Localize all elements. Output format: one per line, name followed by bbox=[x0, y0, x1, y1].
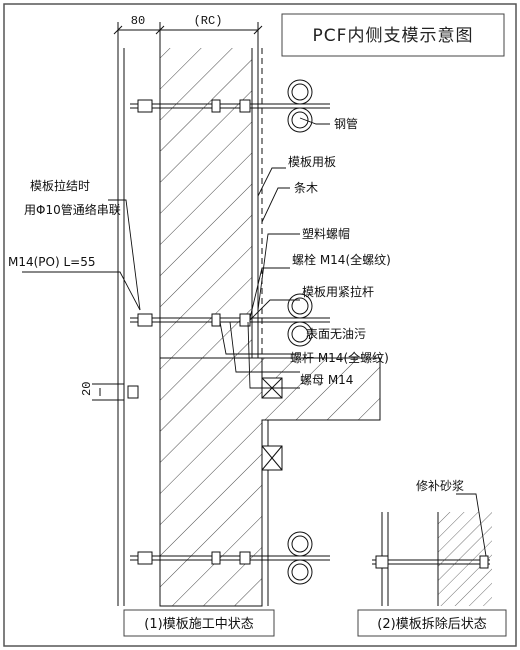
label-nut: 螺母 M14 bbox=[300, 373, 353, 387]
dim-20: 20 bbox=[80, 382, 94, 396]
label-formwork-plywood: 模板用板 bbox=[288, 155, 336, 169]
caption-box-1 bbox=[123, 609, 275, 637]
detail-after-removal bbox=[372, 493, 492, 606]
leader-lines-left bbox=[22, 199, 141, 311]
leader-lines bbox=[219, 117, 330, 389]
label-screw: 螺杆 M14(全螺纹) bbox=[290, 350, 389, 365]
title-box: PCF内侧支模示意图 bbox=[281, 13, 505, 57]
caption-state-1: (1)模板施工中状态 bbox=[144, 617, 253, 632]
label-m14-po: M14(PO) L=55 bbox=[8, 255, 96, 269]
label-bolt: 螺栓 M14(全螺纹) bbox=[292, 252, 391, 267]
rc-wall-upper bbox=[160, 48, 252, 358]
caption-state-2: (2)模板拆除后状态 bbox=[377, 617, 486, 632]
tie-rod-bottom bbox=[130, 531, 330, 585]
label-tie-note-1: 模板拉结时 bbox=[30, 178, 90, 193]
caption-box-2 bbox=[357, 609, 507, 637]
rc-wall-slab bbox=[159, 357, 381, 607]
tie-rod-top bbox=[130, 79, 330, 133]
label-tie-note-2: 用Φ10管通络串联 bbox=[24, 202, 121, 217]
slab-inserts bbox=[261, 377, 283, 471]
slab-lines bbox=[251, 48, 263, 380]
label-tie-rod: 模板用紧拉杆 bbox=[302, 284, 374, 299]
pcf-panel bbox=[117, 48, 161, 606]
dim-rc: (RC) bbox=[194, 14, 223, 28]
page-title: PCF内侧支模示意图 bbox=[313, 26, 474, 46]
label-plastic-nut: 塑料螺帽 bbox=[302, 226, 350, 241]
panel-joint bbox=[92, 383, 139, 401]
label-steel-pipe: 钢管 bbox=[334, 116, 358, 131]
dim-80: 80 bbox=[131, 14, 145, 28]
outer-frame bbox=[3, 3, 517, 647]
label-repair-mortar: 修补砂浆 bbox=[416, 478, 464, 493]
label-batten: 条木 bbox=[294, 181, 318, 195]
label-no-oil: 表面无油污 bbox=[306, 327, 366, 341]
